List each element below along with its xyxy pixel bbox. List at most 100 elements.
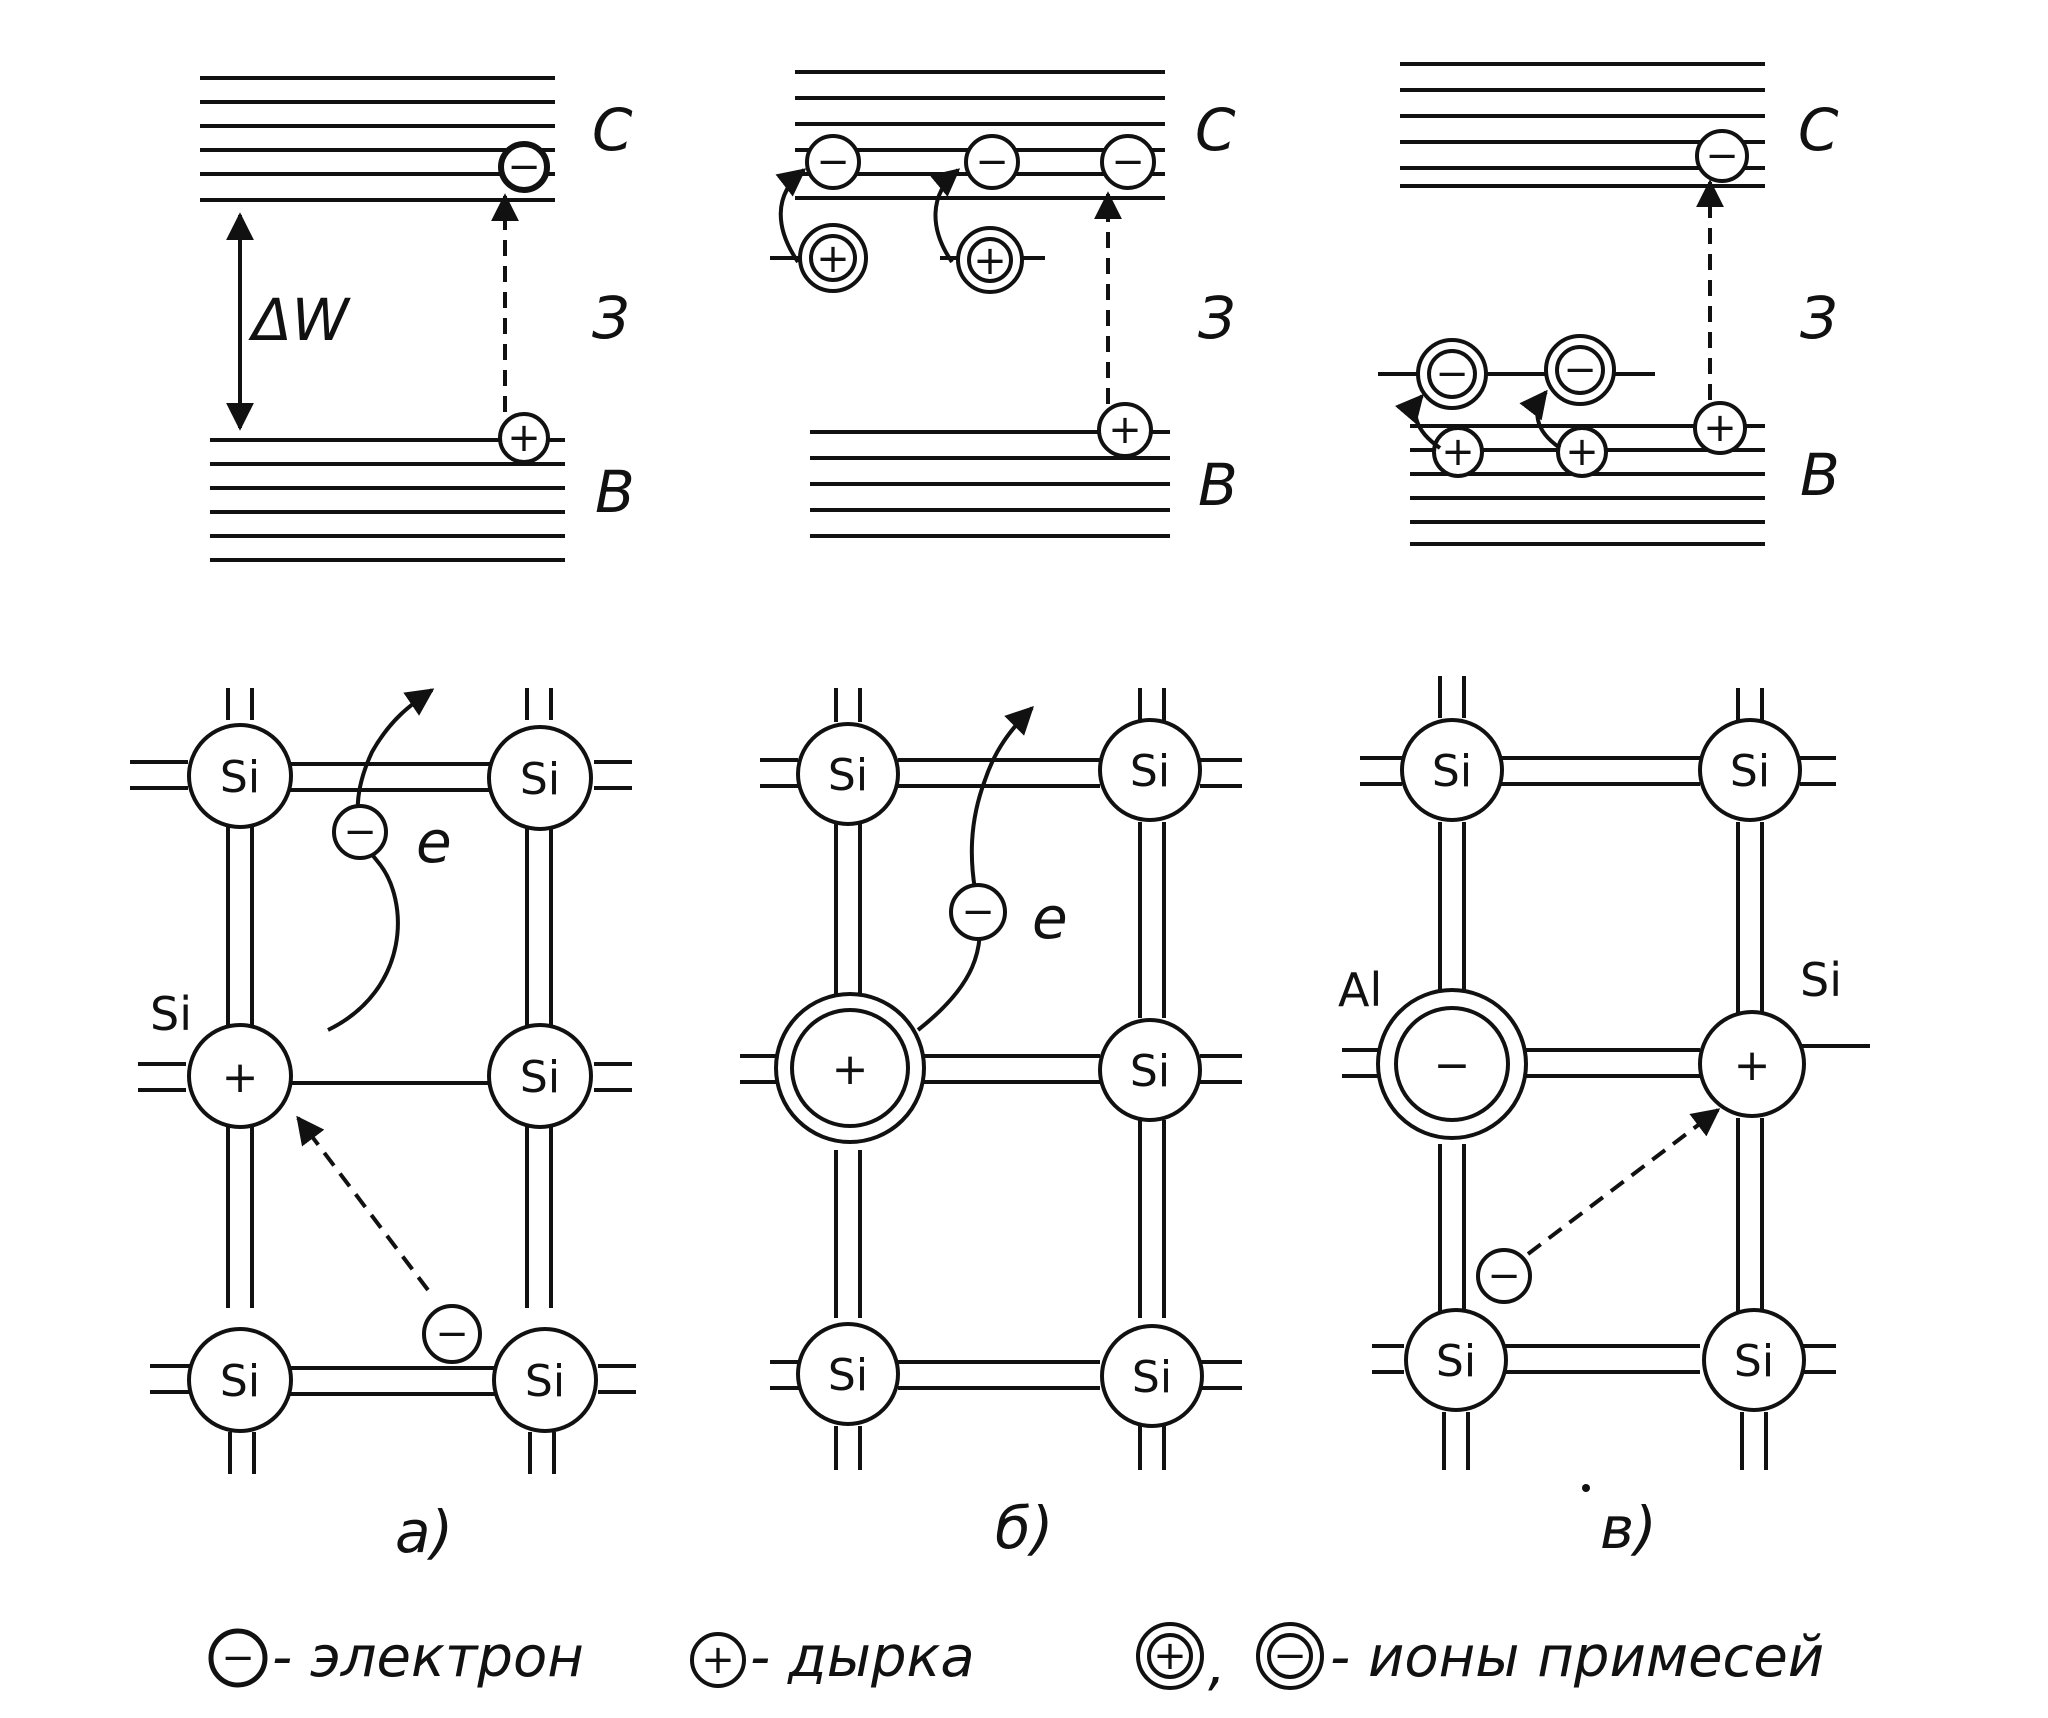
acceptor-ion-c-1: − xyxy=(1416,338,1488,410)
svg-text:Si: Si xyxy=(525,1356,565,1407)
svg-text:Si: Si xyxy=(1432,746,1472,797)
electron-c: − xyxy=(1695,129,1749,183)
svg-text:+: + xyxy=(973,238,1007,284)
electron-a: − xyxy=(498,141,550,193)
bound-electron-c: − xyxy=(1476,1248,1532,1304)
si-atom-b-4: Si xyxy=(796,1322,900,1426)
hole-site-c: + xyxy=(1698,1010,1806,1118)
svg-text:−: − xyxy=(1111,139,1145,185)
svg-text:−: − xyxy=(961,889,995,935)
legend-impurity-ions-text: - ионы примесей xyxy=(1330,1625,1824,1690)
band-diagram-a: ΔW − + C З B xyxy=(200,76,635,562)
si-atom-c-4: Si xyxy=(1702,1308,1806,1412)
lattice-b: Si Si + Si Si Si − e xyxy=(740,688,1242,1470)
al-label-c: Al xyxy=(1338,963,1382,1017)
svg-text:Si: Si xyxy=(520,1052,560,1103)
si-atom-c-3: Si xyxy=(1404,1308,1508,1412)
forbidden-label-c: З xyxy=(1800,284,1837,352)
svg-text:+: + xyxy=(222,1052,259,1103)
svg-text:Si: Si xyxy=(520,754,560,805)
ionization-arrow-b-1 xyxy=(775,168,807,264)
si-atom-a-1: Si xyxy=(187,723,293,829)
acceptor-ion-site-c: − xyxy=(1376,988,1528,1140)
free-electron-a: − xyxy=(332,804,388,860)
svg-text:Si: Si xyxy=(1734,1336,1774,1387)
legend-comma: , xyxy=(1208,1633,1226,1698)
forbidden-label-b: З xyxy=(1198,284,1235,352)
svg-text:Si: Si xyxy=(1436,1336,1476,1387)
electron-label-a: e xyxy=(416,808,452,876)
svg-text:+: + xyxy=(1153,1633,1187,1679)
conduction-label-a: C xyxy=(592,96,633,164)
svg-text:+: + xyxy=(832,1044,869,1095)
capture-arrow-c-2 xyxy=(1519,389,1562,450)
lattice-c: Si Si − + Si Si Al Si − xyxy=(1338,676,1870,1470)
svg-text:+: + xyxy=(701,1637,735,1683)
panel-label-c: в) xyxy=(1600,1494,1657,1562)
hole-site-a: + xyxy=(187,1023,293,1129)
hole-b: + xyxy=(1097,402,1153,458)
svg-text:+: + xyxy=(1703,405,1737,451)
svg-text:−: − xyxy=(1705,133,1739,179)
svg-text:+: + xyxy=(816,236,850,282)
band-diagram-c: − − + + + − C З B xyxy=(1378,62,1840,546)
si-atom-b-2: Si xyxy=(1098,718,1202,822)
svg-text:Si: Si xyxy=(220,752,260,803)
donor-ion-site-b: + xyxy=(774,992,926,1144)
svg-text:+: + xyxy=(507,415,541,461)
svg-text:Si: Si xyxy=(828,1350,868,1401)
panel-label-b: б) xyxy=(995,1494,1053,1562)
svg-text:−: − xyxy=(1434,1040,1471,1091)
donor-ion-b-1: + xyxy=(798,223,868,293)
si-atom-b-5: Si xyxy=(1100,1324,1204,1428)
svg-text:−: − xyxy=(816,139,850,185)
dot-mark xyxy=(1582,1484,1590,1492)
forbidden-label-a: З xyxy=(592,284,629,352)
valence-label-c: B xyxy=(1800,441,1840,509)
svg-text:Si: Si xyxy=(1130,1046,1170,1097)
valence-label-a: B xyxy=(595,458,635,526)
conduction-label-b: C xyxy=(1195,96,1236,164)
valence-band-a xyxy=(210,438,565,562)
svg-text:+: + xyxy=(1565,429,1599,475)
svg-text:Si: Si xyxy=(1132,1352,1172,1403)
acceptor-ion-c-2: − xyxy=(1544,334,1616,406)
legend-hole-text: - дырка xyxy=(750,1625,975,1690)
ionization-arrow-b-2 xyxy=(929,168,961,264)
si-atom-a-2: Si xyxy=(487,725,593,831)
capture-arrow-c-1 xyxy=(1394,393,1442,450)
svg-text:−: − xyxy=(1487,1253,1521,1299)
si-atom-c-1: Si xyxy=(1400,718,1504,822)
svg-text:−: − xyxy=(507,144,541,190)
electron-b-1: − xyxy=(805,134,861,190)
bound-electron-a: − xyxy=(422,1304,482,1364)
svg-text:+: + xyxy=(1441,429,1475,475)
si-label-a: Si xyxy=(150,987,192,1041)
conduction-label-c: C xyxy=(1798,96,1839,164)
free-electron-path-b xyxy=(916,706,1034,1032)
si-atom-a-3: Si xyxy=(487,1023,593,1129)
svg-text:−: − xyxy=(1273,1633,1307,1679)
legend-negative-ion-symbol: − xyxy=(1256,1622,1324,1690)
band-diagram-b: − − − + + + C З B xyxy=(770,70,1238,538)
legend-electron-text: - электрон xyxy=(272,1625,584,1690)
si-atom-a-5: Si xyxy=(492,1327,598,1433)
legend: − - электрон + - дырка + , − - ионы прим… xyxy=(208,1622,1824,1698)
hole-c-1: + xyxy=(1432,426,1484,478)
hole-c-3: + xyxy=(1693,401,1747,455)
si-atom-c-2: Si xyxy=(1698,718,1802,822)
legend-electron-symbol: − xyxy=(208,1628,268,1688)
si-atom-b-3: Si xyxy=(1098,1018,1202,1122)
hole-c-2: + xyxy=(1556,426,1608,478)
electron-transfer-arrow-c xyxy=(1526,1108,1721,1256)
svg-text:Si: Si xyxy=(220,1356,260,1407)
svg-text:−: − xyxy=(1563,347,1597,393)
band-gap-label: ΔW xyxy=(248,286,352,354)
hole-fill-arrow-a xyxy=(296,1115,430,1292)
svg-text:−: − xyxy=(343,809,377,855)
si-label-c: Si xyxy=(1800,953,1842,1007)
svg-text:−: − xyxy=(221,1635,255,1681)
free-electron-b: − xyxy=(949,883,1007,941)
